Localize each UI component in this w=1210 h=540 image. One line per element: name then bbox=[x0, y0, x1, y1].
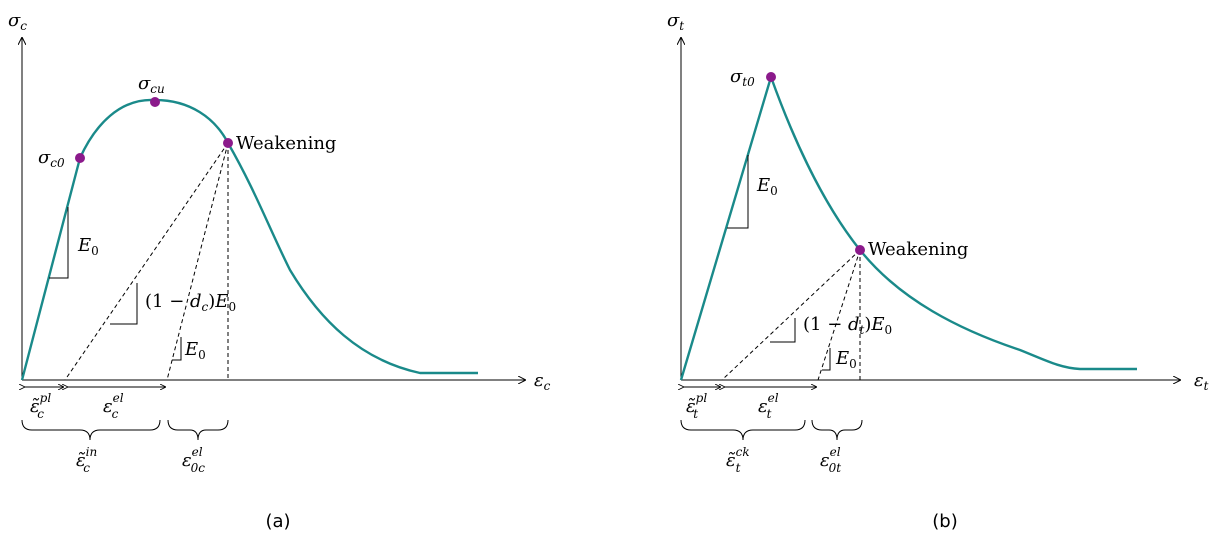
panel-b-label-e0: E0 bbox=[756, 175, 778, 198]
panel-a-label-e0-small: E0 bbox=[184, 339, 206, 362]
panel-b-label-weakening: Weakening bbox=[868, 239, 968, 260]
panel-a-label-sigma-c0: σc0 bbox=[38, 147, 65, 170]
panel-b-tension: σt εt σt0 Weakening E0 (1 − dt)E0 E0 bbox=[667, 10, 1209, 532]
panel-b-label-damaged-slope: (1 − dt)E0 bbox=[803, 314, 892, 337]
panel-a-e0-small-triangle bbox=[172, 337, 182, 361]
panel-a-unload-line-1 bbox=[64, 142, 229, 381]
panel-b-damaged-slope-triangle bbox=[770, 318, 796, 343]
panel-a-x-axis-label: εc bbox=[534, 370, 551, 393]
panel-b-point-weakening bbox=[855, 245, 865, 255]
panel-a-y-axis-label: σc bbox=[8, 10, 27, 33]
panel-a-compression: σc εc σc0 σcu Weakening E0 (1 bbox=[8, 10, 551, 532]
panel-a-point-weakening bbox=[223, 138, 233, 148]
panel-b-e0-small-triangle bbox=[822, 348, 831, 371]
panel-b-point-sigma-t0 bbox=[766, 72, 776, 82]
panel-a-e0-slope-triangle bbox=[49, 207, 69, 279]
panel-a-compression-curve bbox=[20, 98, 478, 381]
panel-b-brace-0el bbox=[811, 419, 863, 441]
panel-a-brace-in bbox=[21, 419, 161, 441]
panel-b-label-e0-small: E0 bbox=[835, 348, 857, 371]
panel-a-label-weakening: Weakening bbox=[236, 133, 336, 154]
panel-b-e0-slope-triangle bbox=[727, 155, 749, 229]
panel-a-damaged-slope-triangle bbox=[110, 283, 138, 325]
panel-b-label-sigma-t0: σt0 bbox=[730, 66, 755, 89]
panel-a-brace-0el bbox=[167, 419, 229, 441]
panel-b-tension-curve bbox=[679, 73, 1137, 381]
panel-a-caption: (a) bbox=[265, 511, 290, 532]
panel-b-unload-line-2 bbox=[817, 249, 861, 381]
panel-b-y-axis-label: σt bbox=[667, 10, 684, 33]
panel-b-x-axis-label: εt bbox=[1194, 370, 1209, 393]
panel-a-label-sigma-cu: σcu bbox=[138, 73, 165, 96]
panel-b-unload-line-1 bbox=[721, 249, 861, 381]
panel-a-label-damaged-slope: (1 − dc)E0 bbox=[145, 291, 236, 314]
panel-a-point-sigma-cu bbox=[150, 97, 160, 107]
panel-a-unload-line-2 bbox=[166, 142, 229, 381]
panel-a-label-e0: E0 bbox=[77, 235, 99, 258]
panel-b-brace-ck bbox=[680, 419, 806, 441]
panel-b-caption: (b) bbox=[932, 511, 957, 532]
panel-a-point-sigma-c0 bbox=[75, 153, 85, 163]
